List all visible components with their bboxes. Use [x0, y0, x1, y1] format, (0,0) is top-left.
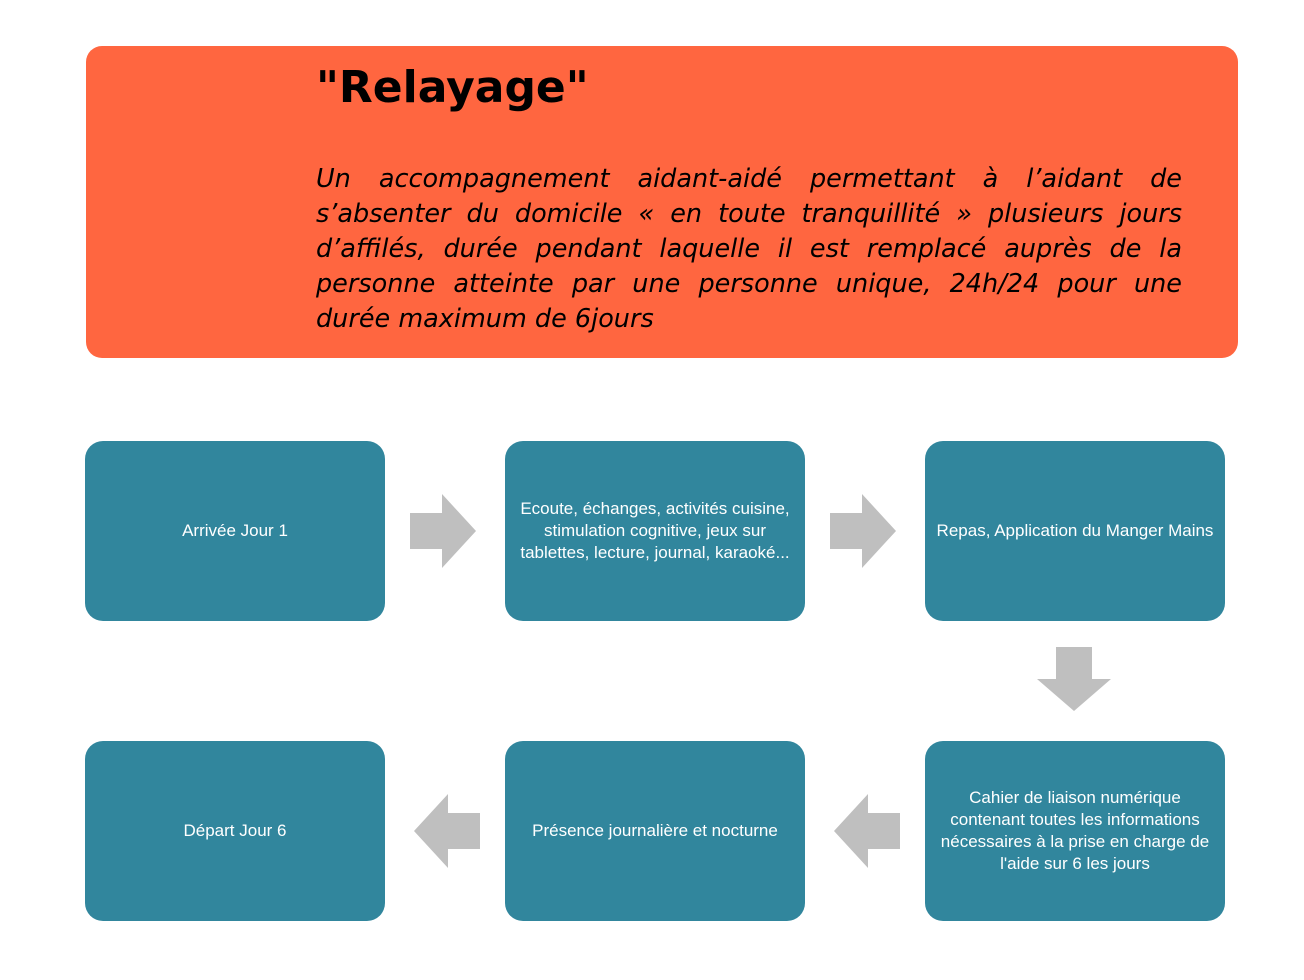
step-label: Arrivée Jour 1 — [182, 521, 288, 540]
diagram-description: Un accompagnement aidant-aidé permettant… — [316, 164, 1182, 334]
header-box: "Relayage" Un accompagnement aidant-aidé… — [86, 46, 1238, 358]
arrow-right-icon — [410, 494, 476, 568]
step-label: Ecoute, échanges, activités cuisine, sti… — [520, 499, 790, 562]
step-activites: Ecoute, échanges, activités cuisine, sti… — [505, 441, 805, 621]
arrow-left-icon — [414, 794, 480, 868]
step-label: Cahier de liaison numérique contenant to… — [940, 788, 1210, 873]
step-repas: Repas, Application du Manger Mains — [925, 441, 1225, 621]
step-arrivee-jour-1: Arrivée Jour 1 — [85, 441, 385, 621]
header-content: "Relayage" Un accompagnement aidant-aidé… — [316, 60, 1182, 337]
arrow-right-icon — [830, 494, 896, 568]
step-label: Repas, Application du Manger Mains — [936, 521, 1214, 540]
step-label: Présence journalière et nocturne — [532, 821, 778, 840]
arrow-left-icon — [834, 794, 900, 868]
diagram-title: "Relayage" — [316, 62, 589, 113]
step-cahier-liaison: Cahier de liaison numérique contenant to… — [925, 741, 1225, 921]
arrow-down-icon — [1037, 647, 1111, 711]
step-depart-jour-6: Départ Jour 6 — [85, 741, 385, 921]
step-presence: Présence journalière et nocturne — [505, 741, 805, 921]
step-label: Départ Jour 6 — [183, 821, 287, 840]
